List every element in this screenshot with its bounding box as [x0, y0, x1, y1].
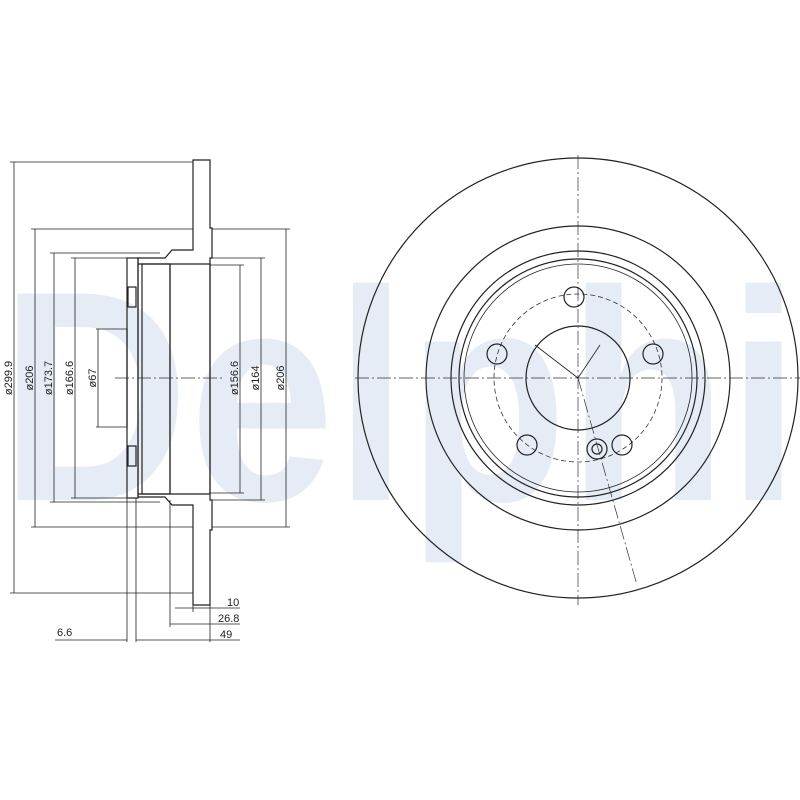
dim-thickness: 10 — [227, 597, 239, 609]
dim-173-7: ø173.7 — [43, 361, 55, 395]
side-section-view: ø299.9 ø206 ø173.7 ø166.6 ø67 ø156.6 ø16… — [3, 159, 290, 642]
bolt-holes — [486, 286, 664, 460]
bolt-hole — [563, 286, 585, 308]
dim-206-right: ø206 — [275, 365, 287, 390]
dim-hub-thickness: 6.6 — [57, 627, 72, 639]
bolt-hole — [486, 343, 508, 365]
dim-height: 49 — [220, 629, 232, 641]
locating-hole — [586, 438, 608, 460]
dim-156-6: ø156.6 — [229, 361, 241, 395]
dim-166-6: ø166.6 — [64, 361, 76, 395]
bolt-hole — [611, 434, 633, 456]
dim-offset: 26.8 — [218, 613, 239, 625]
bolt-hole — [642, 343, 664, 365]
dim-206-left: ø206 — [24, 365, 36, 390]
delphi-watermark: Delphi — [0, 228, 800, 566]
dim-outer-diameter: ø299.9 — [3, 361, 15, 395]
bolt-hole — [516, 434, 538, 456]
dim-center-bore: ø67 — [87, 369, 99, 388]
front-view — [355, 155, 800, 605]
dim-164: ø164 — [250, 365, 262, 390]
